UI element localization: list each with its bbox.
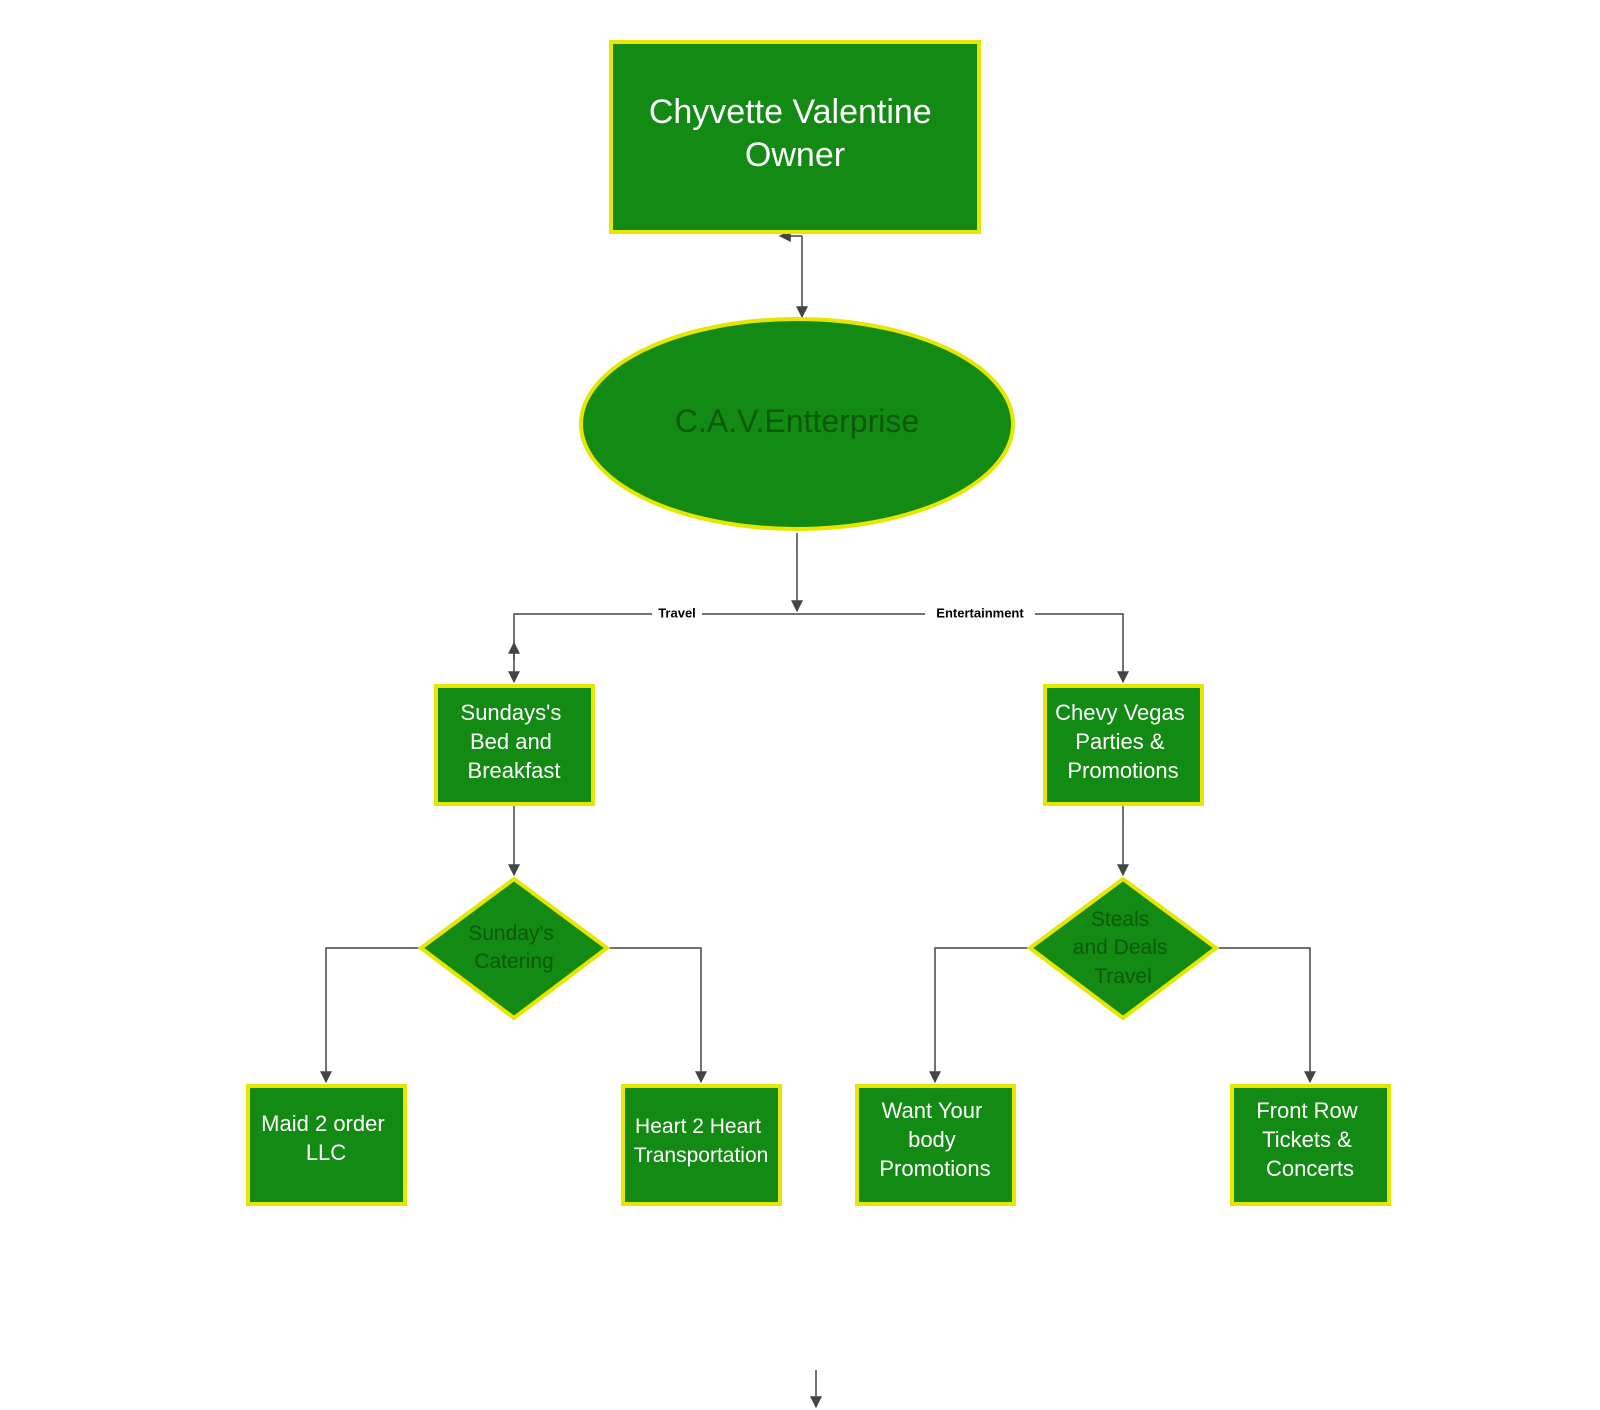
- vegas-label: Chevy Vegas Parties & Promotions: [1055, 700, 1191, 783]
- heart-label: Heart 2 Heart Transportation: [634, 1115, 769, 1167]
- body-node: [855, 1084, 1016, 1206]
- bnb-node: [434, 684, 595, 806]
- body-label: Want Your body Promotions: [879, 1098, 990, 1181]
- edge-catering-heart: [607, 947, 707, 1084]
- maid-label: Maid 2 order LLC: [261, 1111, 391, 1165]
- heart-node: [621, 1084, 782, 1206]
- travel-label-bg: [652, 605, 702, 623]
- owner-label: Chyvette Valentine Owner: [649, 93, 941, 174]
- edge-entertainment-branch: [797, 613, 1129, 684]
- steals-node: [1026, 876, 1220, 1021]
- tickets-node: [1230, 1084, 1391, 1206]
- steals-label: Steals and Deals Travel: [1073, 908, 1173, 988]
- enterprise-label: C.A.V.Entterprise: [675, 403, 919, 439]
- entertainment-label-bg: [925, 605, 1035, 623]
- owner-node: [609, 40, 981, 234]
- edge-label-travel: Travel: [658, 605, 696, 620]
- edge-catering-maid: [320, 947, 421, 1084]
- catering-node: [417, 876, 611, 1021]
- maid-node: [246, 1084, 407, 1206]
- bnb-label: Sundays's Bed and Breakfast: [461, 700, 568, 783]
- enterprise-node: [579, 317, 1015, 531]
- edge-steals-body: [929, 947, 1030, 1084]
- tickets-label: Front Row Tickets & Concerts: [1256, 1098, 1364, 1181]
- catering-label: Sunday's Catering: [468, 922, 560, 973]
- edge-travel-branch: [508, 613, 797, 684]
- edge-label-entertainment: Entertainment: [936, 605, 1024, 620]
- edge-steals-tickets: [1216, 947, 1316, 1084]
- vegas-node: [1043, 684, 1204, 806]
- edges: [320, 230, 1316, 1409]
